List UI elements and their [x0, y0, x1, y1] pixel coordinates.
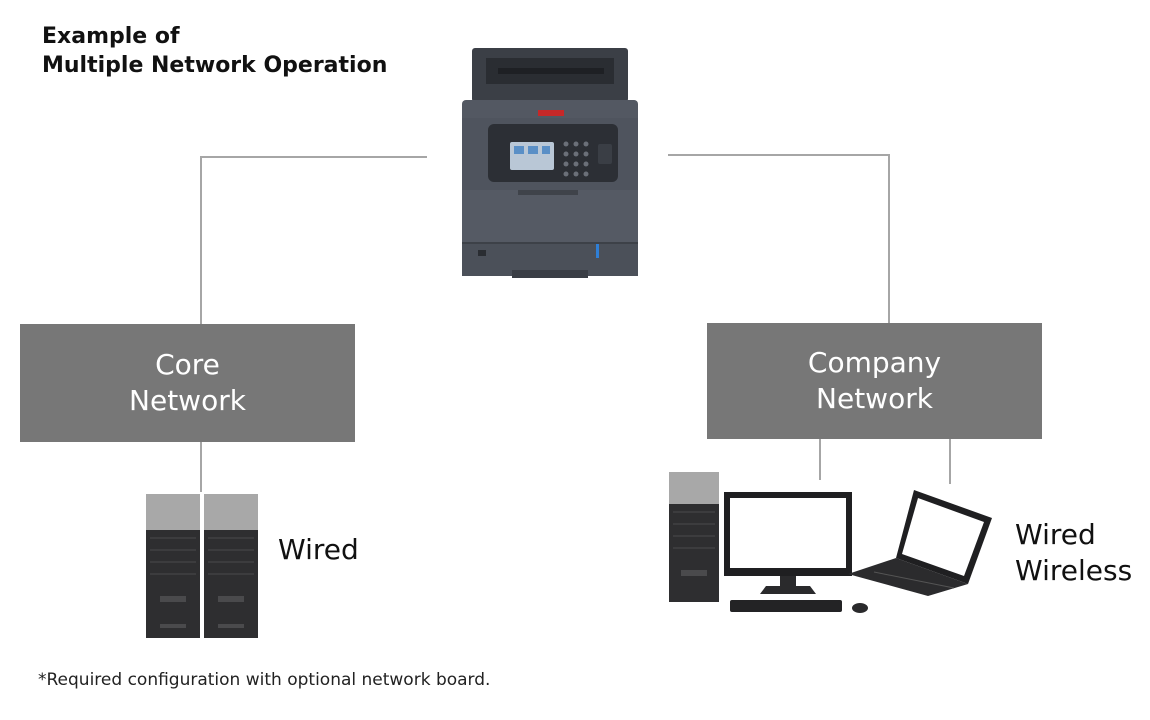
company-network-box: Company Network [707, 323, 1042, 439]
footnote: *Required configuration with optional ne… [38, 670, 491, 690]
company-connection-line2: Wireless [1015, 554, 1133, 587]
printer-icon [462, 48, 638, 278]
diagram-title: Example of Multiple Network Operation [42, 22, 387, 80]
core-network-label-line1: Core [155, 348, 220, 381]
title-line-2: Multiple Network Operation [42, 53, 388, 78]
company-network-label-line1: Company [807, 346, 942, 379]
desktop-tower-icon [669, 472, 719, 602]
title-line-1: Example of [42, 24, 180, 49]
printer-to-core-line [200, 156, 427, 324]
company-network-label-line2: Network [816, 382, 933, 415]
server-tower-icon [146, 494, 258, 638]
desktop-computer-icon [724, 492, 868, 613]
company-connection-label: Wired Wireless [1015, 517, 1132, 589]
core-network-label-line2: Network [129, 384, 246, 417]
core-connection-line1: Wired [278, 533, 359, 566]
core-connection-label: Wired [278, 532, 359, 568]
company-connection-line1: Wired [1015, 518, 1096, 551]
server-tower-right [204, 494, 258, 638]
laptop-icon [848, 490, 992, 596]
server-tower-left [146, 494, 200, 638]
core-network-box: Core Network [20, 324, 355, 442]
printer-to-company-line [668, 154, 890, 323]
